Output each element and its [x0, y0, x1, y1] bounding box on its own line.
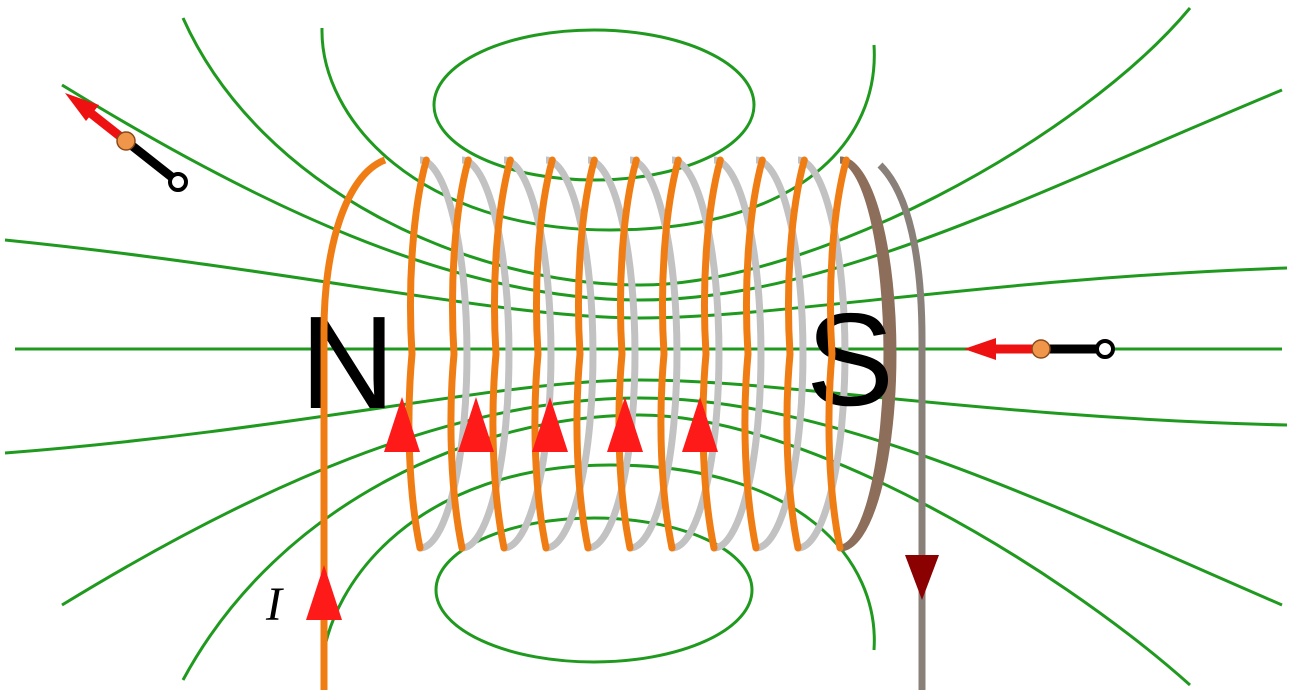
current-arrow-icon	[458, 397, 494, 452]
coil-back-segment	[755, 156, 807, 552]
coil-front-segment	[573, 156, 598, 552]
field-line	[61, 396, 1283, 607]
field-line	[181, 413, 1191, 687]
coil-back-segment	[713, 156, 765, 552]
coil-back-segment	[545, 156, 597, 552]
current-arrow-icon	[384, 397, 420, 452]
coil-back-windings	[419, 156, 897, 552]
current-arrow-icon	[532, 397, 568, 452]
current-arrow-icon	[306, 565, 342, 620]
coil-front-segment	[447, 156, 472, 552]
field-line	[181, 7, 1192, 287]
coil-front-segment	[741, 156, 766, 552]
coil-end-cap	[839, 156, 897, 552]
coil-back-segment	[587, 156, 639, 552]
current-arrow-icon	[607, 397, 643, 452]
coil-back-segment	[797, 156, 849, 552]
lead-wire-in	[320, 156, 387, 690]
compass-needle-icon	[964, 338, 1115, 360]
field-line	[320, 27, 876, 232]
magnetic-field-lines	[4, 7, 1288, 687]
coil-front-segment	[531, 156, 556, 552]
coil-front-segment	[489, 156, 514, 552]
coil-front-segment	[825, 156, 850, 552]
coil-front-segment	[699, 156, 724, 552]
exit-current-arrow-icon	[905, 555, 939, 600]
coil-back-segment	[671, 156, 723, 552]
field-loop-top	[432, 28, 756, 182]
compass-needle-icon	[65, 93, 188, 192]
field-line	[4, 238, 1288, 320]
current-direction-arrows	[306, 397, 718, 620]
south-pole-label: S	[806, 286, 894, 433]
coil-front-segment	[405, 156, 430, 552]
north-pole-label: N	[300, 289, 395, 436]
coil-back-segment	[503, 156, 555, 552]
field-line	[61, 83, 1283, 302]
coil-back-segment	[629, 156, 681, 552]
field-line	[320, 463, 876, 666]
lead-wire-out	[877, 162, 926, 690]
current-label: I	[265, 578, 284, 631]
current-arrow-icon	[682, 397, 718, 452]
coil-front-segment	[615, 156, 640, 552]
coil-front-segment	[657, 156, 682, 552]
coil-front-segment	[783, 156, 808, 552]
field-loop-bottom	[434, 516, 754, 664]
field-line	[4, 378, 1288, 455]
coil-front-windings	[405, 156, 850, 552]
coil-back-segment	[419, 156, 471, 552]
coil-back-segment	[461, 156, 513, 552]
